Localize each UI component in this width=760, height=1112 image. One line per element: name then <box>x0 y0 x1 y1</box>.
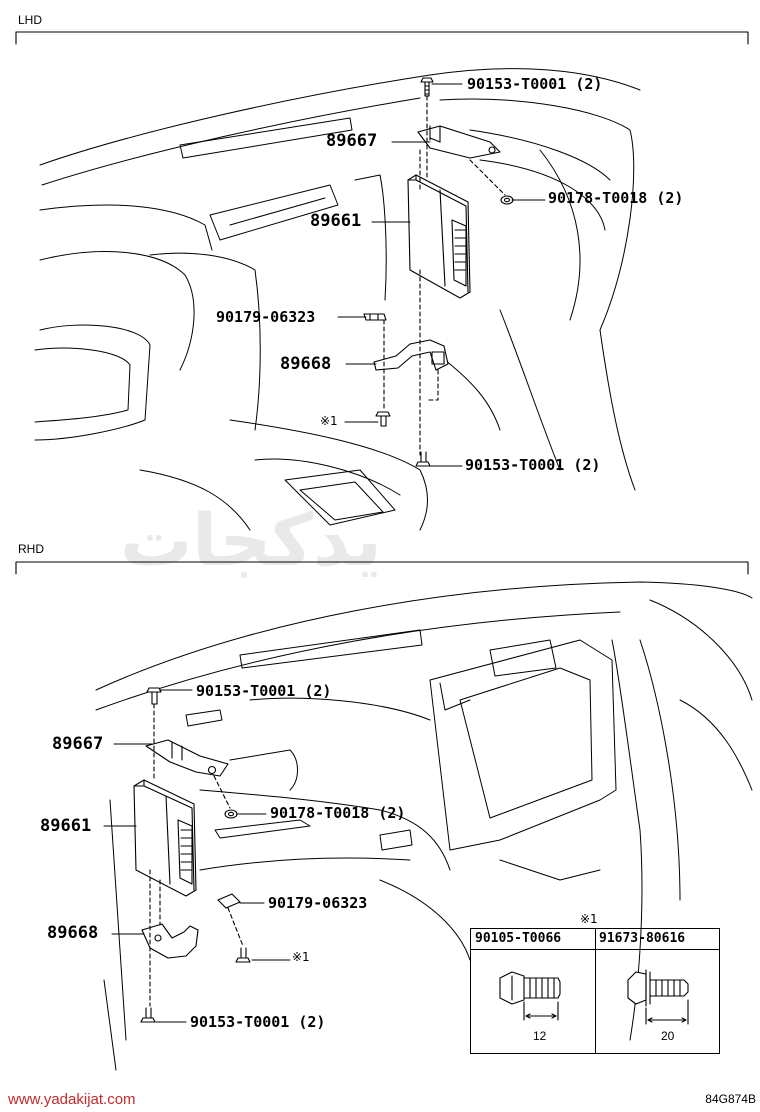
rhd-label-lower-bracket: 89668 <box>47 923 99 943</box>
footer-site: www.yadakijat.com <box>8 1091 136 1108</box>
rhd-frame <box>15 561 749 575</box>
lhd-label-bracket: 89667 <box>326 131 378 151</box>
lhd-label-bolt-bottom: 90153-T0001 (2) <box>465 456 601 474</box>
lhd-label-nut: 90178-T0018 (2) <box>548 189 684 207</box>
lhd-label-bolt-top: 90153-T0001 (2) <box>467 75 603 93</box>
table-column-rule <box>595 929 596 1053</box>
rhd-label-note: ※1 <box>292 950 310 964</box>
table-dim-1: 12 <box>533 1029 547 1043</box>
lhd-nut <box>500 195 514 205</box>
section-label-lhd: LHD <box>18 13 43 27</box>
rhd-ecu-89661 <box>133 779 197 897</box>
lhd-label-clip: 90179-06323 <box>216 308 316 326</box>
table-bolt-2-drawing <box>627 969 689 1025</box>
footer-code: 84G874B <box>705 1092 756 1106</box>
table-bolt-1-drawing <box>499 971 561 1021</box>
callout-title: ※1 <box>580 912 598 926</box>
lhd-lower-bracket-89668 <box>373 339 449 371</box>
fastener-callout-table: 90105-T0066 91673-80616 12 20 <box>470 928 720 1054</box>
rhd-clip <box>217 893 241 909</box>
rhd-label-bracket: 89667 <box>52 734 104 754</box>
lhd-parts <box>363 77 514 467</box>
lhd-bracket-89667 <box>417 125 501 159</box>
rhd-lower-bracket-89668 <box>141 923 199 959</box>
lhd-dashboard <box>34 68 641 531</box>
rhd-bolt-note <box>235 947 251 963</box>
watermark-text: یدکجات <box>120 498 382 582</box>
lhd-clip <box>363 313 387 321</box>
lhd-label-ecu: 89661 <box>310 211 362 231</box>
table-header-part-1: 90105-T0066 <box>475 931 562 946</box>
rhd-label-bolt-top: 90153-T0001 (2) <box>196 682 332 700</box>
rhd-nut <box>224 809 238 819</box>
rhd-bolt-top <box>146 687 162 705</box>
lhd-label-note: ※1 <box>320 414 338 428</box>
lhd-bolt-bottom <box>415 451 431 467</box>
rhd-label-clip: 90179-06323 <box>268 894 368 912</box>
lhd-leaders <box>337 83 546 467</box>
rhd-bolt-bottom <box>140 1007 156 1023</box>
watermark: یدکجات <box>120 498 382 582</box>
lhd-bolt-note <box>375 411 391 427</box>
table-header-part-2: 91673-80616 <box>599 931 686 946</box>
lhd-ecu-89661 <box>407 174 471 299</box>
section-label-rhd: RHD <box>18 542 44 556</box>
rhd-label-ecu: 89661 <box>40 816 92 836</box>
rhd-parts <box>133 687 251 1023</box>
rhd-label-nut: 90178-T0018 (2) <box>270 804 406 822</box>
rhd-bracket-89667 <box>145 739 229 777</box>
rhd-label-bolt-bottom: 90153-T0001 (2) <box>190 1013 326 1031</box>
lhd-frame <box>15 31 749 45</box>
rhd-dashboard <box>95 581 753 1071</box>
lhd-bolt-top <box>420 77 434 97</box>
lhd-label-lower-bracket: 89668 <box>280 354 332 374</box>
rhd-leaders <box>103 689 291 1023</box>
table-dim-2: 20 <box>661 1029 675 1043</box>
